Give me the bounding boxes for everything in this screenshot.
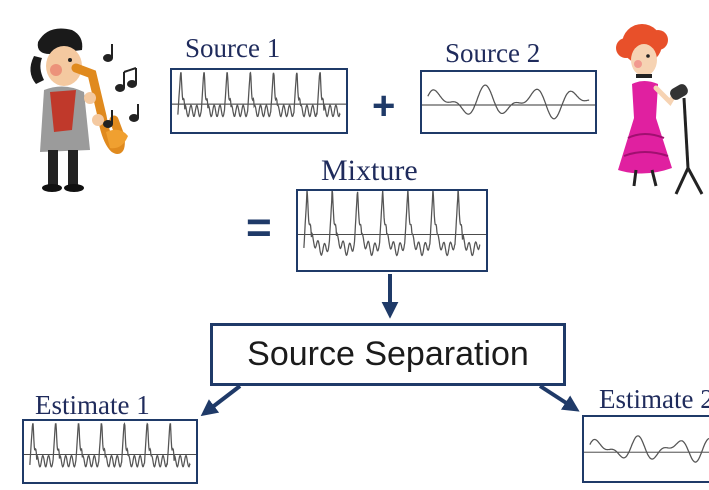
estimate2-label: Estimate 2	[599, 386, 709, 413]
mixture-label: Mixture	[321, 154, 418, 187]
source2-waveform	[422, 84, 595, 120]
estimate2-waveform-box	[582, 415, 709, 483]
source1-label: Source 1	[185, 33, 281, 63]
source-separation-label: Source Separation	[247, 335, 529, 373]
saxophone-player-icon	[30, 28, 128, 192]
waveform-line	[589, 435, 709, 463]
waveform-line	[303, 191, 481, 257]
source2-label: Source 2	[445, 38, 541, 68]
mixture-waveform	[298, 191, 486, 257]
separation-to-estimate1-arrow	[200, 384, 242, 417]
estimate1-waveform	[24, 422, 196, 468]
estimate2-waveform	[584, 435, 709, 463]
music-notes-icon	[103, 44, 139, 128]
source1-waveform	[172, 71, 346, 118]
source1-waveform-box	[170, 68, 348, 134]
waveform-line	[29, 422, 191, 468]
waveform-line	[427, 84, 590, 120]
source2-waveform-box	[420, 70, 597, 134]
singer-with-microphone-icon	[616, 24, 704, 195]
equals-operator: =	[246, 203, 272, 252]
separation-to-estimate2-arrow	[538, 384, 580, 412]
source-separation-box: Source Separation	[210, 323, 566, 386]
estimate1-label: Estimate 1	[35, 390, 150, 420]
mixture-waveform-box	[296, 189, 488, 272]
estimate1-waveform-box	[22, 419, 198, 484]
waveform-line	[177, 71, 341, 118]
plus-operator: +	[372, 84, 396, 128]
